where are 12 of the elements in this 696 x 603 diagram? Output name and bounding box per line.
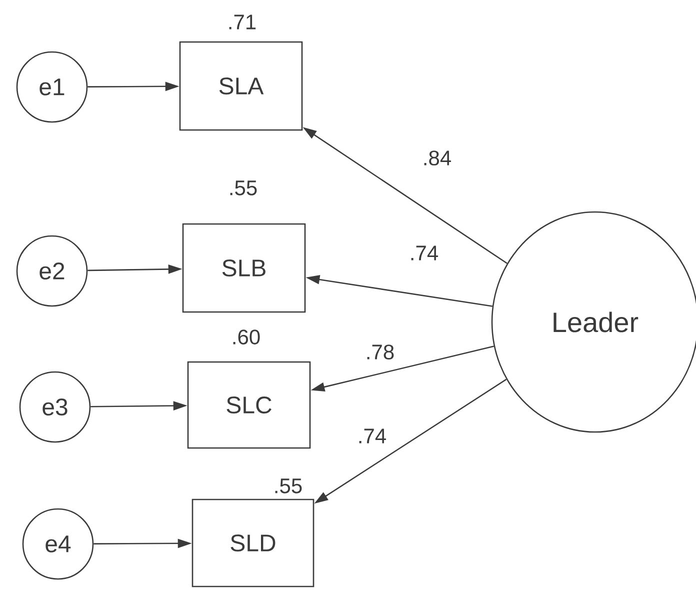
path-coefficient: .74 <box>411 246 438 260</box>
path-coefficient: .74 <box>359 428 386 444</box>
loading-value: .60 <box>233 330 260 344</box>
loading-value: .55 <box>230 180 257 196</box>
loading-value: .71 <box>229 14 256 30</box>
path-coefficient: .84 <box>424 150 451 166</box>
variable-box: SLC <box>187 361 311 449</box>
variable-box: SLD <box>192 498 314 588</box>
loading-value: .55 <box>275 478 302 494</box>
variable-box: SLA <box>179 41 303 131</box>
path-coefficient: .78 <box>367 344 394 360</box>
variable-box: SLB <box>182 223 306 313</box>
